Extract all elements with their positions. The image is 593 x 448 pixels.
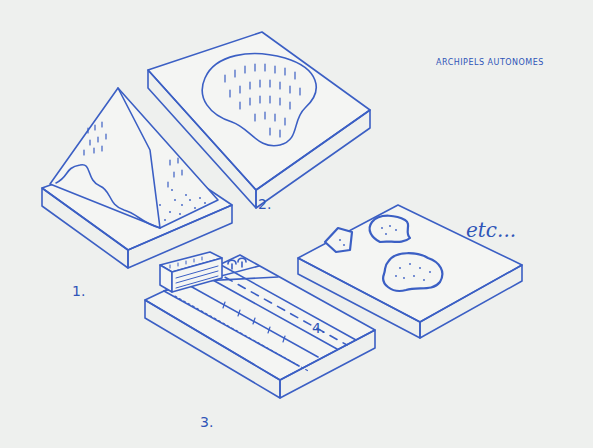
callout-number: 2. — [258, 196, 271, 212]
callout-number: 4. — [312, 320, 325, 336]
archipelago-tile — [298, 205, 522, 338]
sketch-title: ARCHIPELS AUTONOMES — [436, 58, 544, 67]
callout-number: 1. — [72, 283, 85, 299]
callout-number: 3. — [200, 414, 213, 430]
island-tile — [148, 32, 370, 208]
note-text: etc... — [466, 218, 516, 242]
